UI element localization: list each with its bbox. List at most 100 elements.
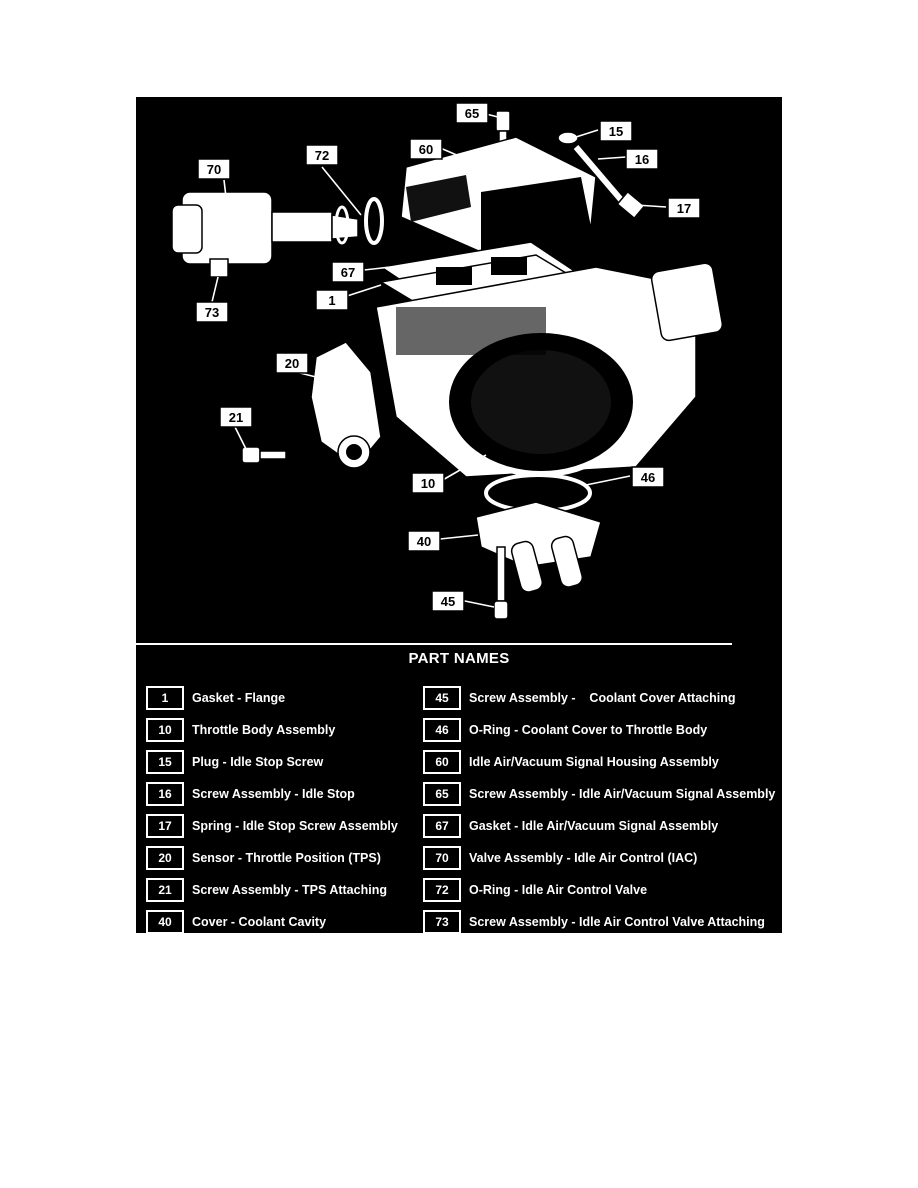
part-number: 45 xyxy=(422,685,462,711)
callout-1: 1 xyxy=(315,289,349,311)
legend-item: 1 Gasket - Flange xyxy=(145,682,466,714)
legend-item: 17 Spring - Idle Stop Screw Assembly xyxy=(145,810,466,842)
callout-number: 45 xyxy=(441,594,455,609)
part-10-throttle-body xyxy=(375,262,724,478)
callout-67: 67 xyxy=(331,261,365,283)
callout-number: 15 xyxy=(609,124,623,139)
callout-box xyxy=(409,138,443,160)
callout-46: 46 xyxy=(631,466,665,488)
callout-number: 17 xyxy=(677,201,691,216)
legend-item: 21 Screw Assembly - TPS Attaching xyxy=(145,874,466,906)
callout-box xyxy=(455,102,489,124)
callout-box xyxy=(197,158,231,180)
part-number: 10 xyxy=(145,717,185,743)
part-number: 46 xyxy=(422,717,462,743)
callout-box xyxy=(631,466,665,488)
legend-item: 70 Valve Assembly - Idle Air Control (IAC… xyxy=(422,842,779,874)
legend-item: 45 Screw Assembly - Coolant Cover Attachi… xyxy=(422,682,779,714)
callout-box xyxy=(219,406,253,428)
part-name: Screw Assembly - TPS Attaching xyxy=(192,883,387,897)
part-number: 70 xyxy=(422,845,462,871)
callout-40: 40 xyxy=(407,530,441,552)
callout-70: 70 xyxy=(197,158,231,180)
part-name: Idle Air/Vacuum Signal Housing Assembly xyxy=(469,755,719,769)
callout-box xyxy=(407,530,441,552)
legend-item: 15 Plug - Idle Stop Screw xyxy=(145,746,466,778)
exploded-view-diagram: 65 15 72 60 16 70 17 67 1 73 20 21 10 46 40 45 xyxy=(171,102,724,620)
callout-box xyxy=(625,148,659,170)
callout-60: 60 xyxy=(409,138,443,160)
callout-box xyxy=(315,289,349,311)
part-name: Screw Assembly - Coolant Cover Attaching xyxy=(469,691,736,705)
part-number: 65 xyxy=(422,781,462,807)
diagram-panel: 65 15 72 60 16 70 17 67 1 73 20 21 10 46 40 45 PART NAM… xyxy=(136,97,782,933)
callout-number: 65 xyxy=(465,106,479,121)
part-40-cover xyxy=(475,501,602,593)
callout-number: 40 xyxy=(417,534,431,549)
part-70-iac-valve xyxy=(171,191,384,278)
callout-number: 70 xyxy=(207,162,221,177)
legend-item: 65 Screw Assembly - Idle Air/Vacuum Signa… xyxy=(422,778,779,810)
part-15-16-17 xyxy=(557,131,646,220)
part-number: 20 xyxy=(145,845,185,871)
part-name: Spring - Idle Stop Screw Assembly xyxy=(192,819,398,833)
callout-number: 16 xyxy=(635,152,649,167)
legend-item: 16 Screw Assembly - Idle Stop xyxy=(145,778,466,810)
part-number: 17 xyxy=(145,813,185,839)
part-number: 1 xyxy=(145,685,185,711)
callout-45: 45 xyxy=(431,590,465,612)
part-45-screw xyxy=(493,546,509,620)
callout-number: 21 xyxy=(229,410,243,425)
callout-number: 67 xyxy=(341,265,355,280)
callout-20: 20 xyxy=(275,352,309,374)
legend-title: PART NAMES xyxy=(408,650,510,667)
part-name: Valve Assembly - Idle Air Control (IAC) xyxy=(469,851,698,865)
legend-item: 46 O-Ring - Coolant Cover to Throttle Bod… xyxy=(422,714,779,746)
legend-item: 73 Screw Assembly - Idle Air Control Valv… xyxy=(422,906,779,933)
part-number: 72 xyxy=(422,877,462,903)
part-number: 21 xyxy=(145,877,185,903)
callout-box xyxy=(667,197,701,219)
part-60-housing xyxy=(400,136,597,253)
legend-right-column: 45 Screw Assembly - Coolant Cover Attachi… xyxy=(422,682,779,933)
callout-number: 10 xyxy=(421,476,435,491)
part-number: 67 xyxy=(422,813,462,839)
callout-box xyxy=(411,472,445,494)
callout-labels: 65 15 72 60 16 70 17 67 1 73 20 21 10 46 40 45 xyxy=(195,102,701,612)
legend-item: 10 Throttle Body Assembly xyxy=(145,714,466,746)
callout-73: 73 xyxy=(195,301,229,323)
callout-box xyxy=(195,301,229,323)
part-number: 16 xyxy=(145,781,185,807)
callout-10: 10 xyxy=(411,472,445,494)
part-name: Cover - Coolant Cavity xyxy=(192,915,327,929)
callout-box xyxy=(305,144,339,166)
part-number: 73 xyxy=(422,909,462,933)
callout-box xyxy=(599,120,633,142)
part-name: O-Ring - Coolant Cover to Throttle Body xyxy=(469,723,708,737)
part-name: Gasket - Idle Air/Vacuum Signal Assembly xyxy=(469,819,719,833)
callout-number: 46 xyxy=(641,470,655,485)
callout-number: 72 xyxy=(315,148,329,163)
callout-number: 60 xyxy=(419,142,433,157)
callout-17: 17 xyxy=(667,197,701,219)
legend-item: 67 Gasket - Idle Air/Vacuum Signal Assemb… xyxy=(422,810,779,842)
legend-item: 72 O-Ring - Idle Air Control Valve xyxy=(422,874,779,906)
callout-box xyxy=(331,261,365,283)
callout-65: 65 xyxy=(455,102,489,124)
part-number: 15 xyxy=(145,749,185,775)
callout-box xyxy=(431,590,465,612)
part-name: Gasket - Flange xyxy=(192,691,286,705)
part-name: Throttle Body Assembly xyxy=(192,723,336,737)
part-name: Screw Assembly - Idle Stop xyxy=(192,787,355,801)
part-name: Plug - Idle Stop Screw xyxy=(192,755,324,769)
part-name: Screw Assembly - Idle Air Control Valve … xyxy=(469,915,765,929)
callout-box xyxy=(275,352,309,374)
callout-number: 1 xyxy=(328,293,335,308)
callout-21: 21 xyxy=(219,406,253,428)
part-name: Screw Assembly - Idle Air/Vacuum Signal … xyxy=(469,787,776,801)
legend-left-column: 1 Gasket - Flange 10 Throttle Body Assembl… xyxy=(145,682,466,933)
legend-divider xyxy=(136,643,732,645)
part-name: O-Ring - Idle Air Control Valve xyxy=(469,883,648,897)
